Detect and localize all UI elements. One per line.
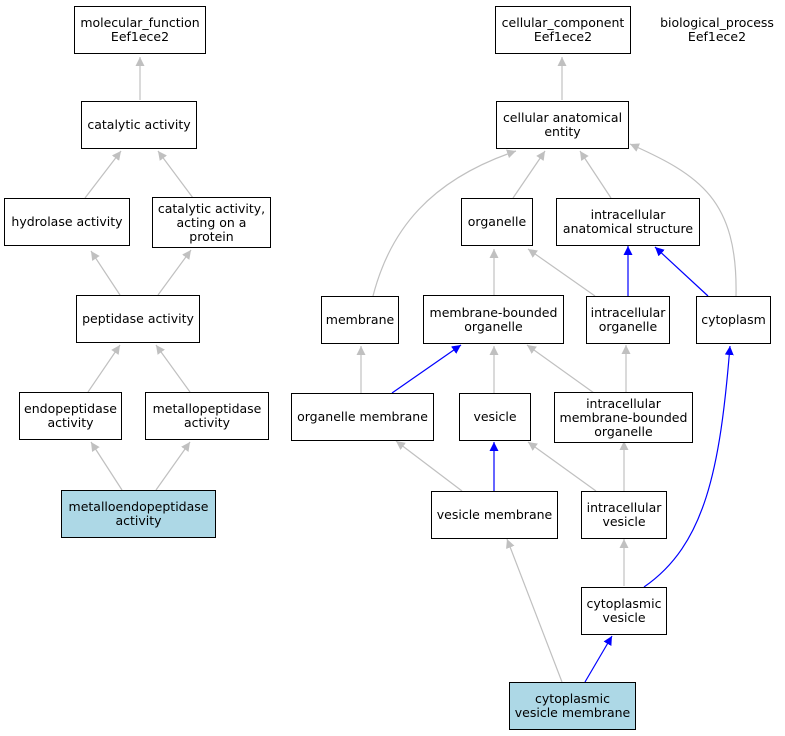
edge-metalloendo-to-endopeptidase xyxy=(90,441,123,491)
node-metalloendopeptidase-activity[interactable]: metalloendopeptidase activity xyxy=(61,490,216,538)
node-intracellular-anatomical-structure[interactable]: intracellular anatomical structure xyxy=(556,198,700,246)
edge-cytoplasm-to-cae xyxy=(629,143,737,297)
node-intracellular-organelle[interactable]: intracellular organelle xyxy=(586,296,670,344)
edge-cytoplasm-to-ias xyxy=(654,246,709,297)
edge-imbo-to-mbo xyxy=(526,344,595,394)
edge-peptidase-to-catalytic-protein xyxy=(157,249,192,296)
node-hydrolase-activity[interactable]: hydrolase activity xyxy=(4,198,130,246)
edge-hydrolase-to-catalytic xyxy=(84,150,122,199)
edge-vesicle-membrane-to-organelle-membrane xyxy=(395,440,463,492)
node-metallopeptidase-activity[interactable]: metallopeptidase activity xyxy=(145,392,269,440)
edge-endopeptidase-to-peptidase xyxy=(87,344,121,393)
node-cytoplasmic-vesicle[interactable]: cytoplasmic vesicle xyxy=(581,587,667,635)
node-membrane-bounded-organelle[interactable]: membrane-bounded organelle xyxy=(423,295,564,344)
edge-membrane-to-cae xyxy=(372,149,517,297)
node-membrane[interactable]: membrane xyxy=(321,296,399,344)
node-peptidase-activity[interactable]: peptidase activity xyxy=(76,295,200,343)
node-vesicle-membrane[interactable]: vesicle membrane xyxy=(431,491,558,539)
node-endopeptidase-activity[interactable]: endopeptidase activity xyxy=(19,392,122,440)
node-organelle-membrane[interactable]: organelle membrane xyxy=(291,393,434,441)
node-cellular-anatomical-entity[interactable]: cellular anatomical entity xyxy=(496,101,629,149)
node-biological-process[interactable]: biological_process Eef1ece2 xyxy=(652,6,782,54)
node-organelle[interactable]: organelle xyxy=(461,198,533,246)
node-intracellular-vesicle[interactable]: intracellular vesicle xyxy=(581,491,667,539)
node-molecular-function[interactable]: molecular_function Eef1ece2 xyxy=(74,6,206,54)
node-cytoplasm[interactable]: cytoplasm xyxy=(696,296,771,344)
node-catalytic-activity-acting-on-protein[interactable]: catalytic activity, acting on a protein xyxy=(152,197,271,248)
edge-ias-to-cae xyxy=(579,150,612,199)
edge-organelle-to-cae xyxy=(512,150,546,199)
node-cytoplasmic-vesicle-membrane[interactable]: cytoplasmic vesicle membrane xyxy=(509,682,636,730)
node-cellular-component[interactable]: cellular_component Eef1ece2 xyxy=(495,6,631,54)
node-vesicle[interactable]: vesicle xyxy=(459,393,531,441)
node-intracellular-membrane-bounded-organelle[interactable]: intracellular membrane-bounded organelle xyxy=(554,392,693,443)
edge-iv-to-vesicle xyxy=(527,441,597,492)
node-catalytic-activity[interactable]: catalytic activity xyxy=(81,101,197,149)
edge-io-to-organelle xyxy=(527,248,596,297)
edge-cvm-to-cv xyxy=(584,635,613,683)
edge-cvm-to-vesicle-membrane xyxy=(506,538,563,683)
edge-metalloendo-to-metallopeptidase xyxy=(155,441,191,491)
edge-cv-to-cytoplasm xyxy=(643,345,734,588)
edge-organelle-membrane-to-mbo xyxy=(391,344,462,394)
edge-peptidase-to-hydrolase xyxy=(90,250,121,296)
edge-metallopeptidase-to-peptidase xyxy=(155,344,191,393)
edge-catalytic-protein-to-catalytic xyxy=(157,150,194,199)
